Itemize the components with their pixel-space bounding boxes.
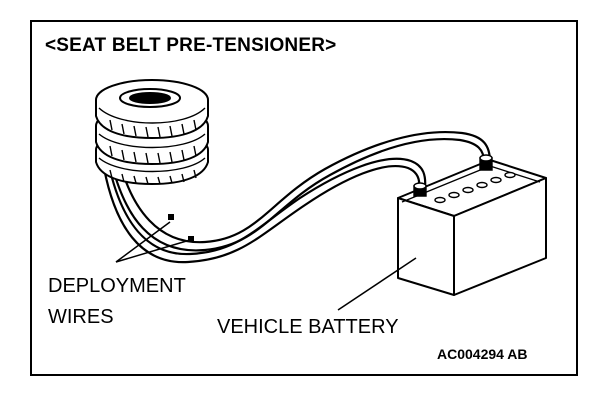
coil-hatching (98, 107, 206, 185)
battery-icon (397, 159, 547, 296)
figure-code: AC004294 AB (437, 346, 528, 362)
deployment-wires-label-line2: WIRES (48, 306, 114, 328)
page-title: <SEAT BELT PRE-TENSIONER> (45, 35, 337, 56)
pretensioner-coil (95, 79, 209, 186)
deployment-wires (102, 130, 492, 264)
leader-lines (115, 221, 417, 311)
battery-details (413, 154, 516, 204)
vehicle-battery-label: VEHICLE BATTERY (217, 316, 399, 338)
deployment-wires-label-line1: DEPLOYMENT (48, 275, 186, 297)
